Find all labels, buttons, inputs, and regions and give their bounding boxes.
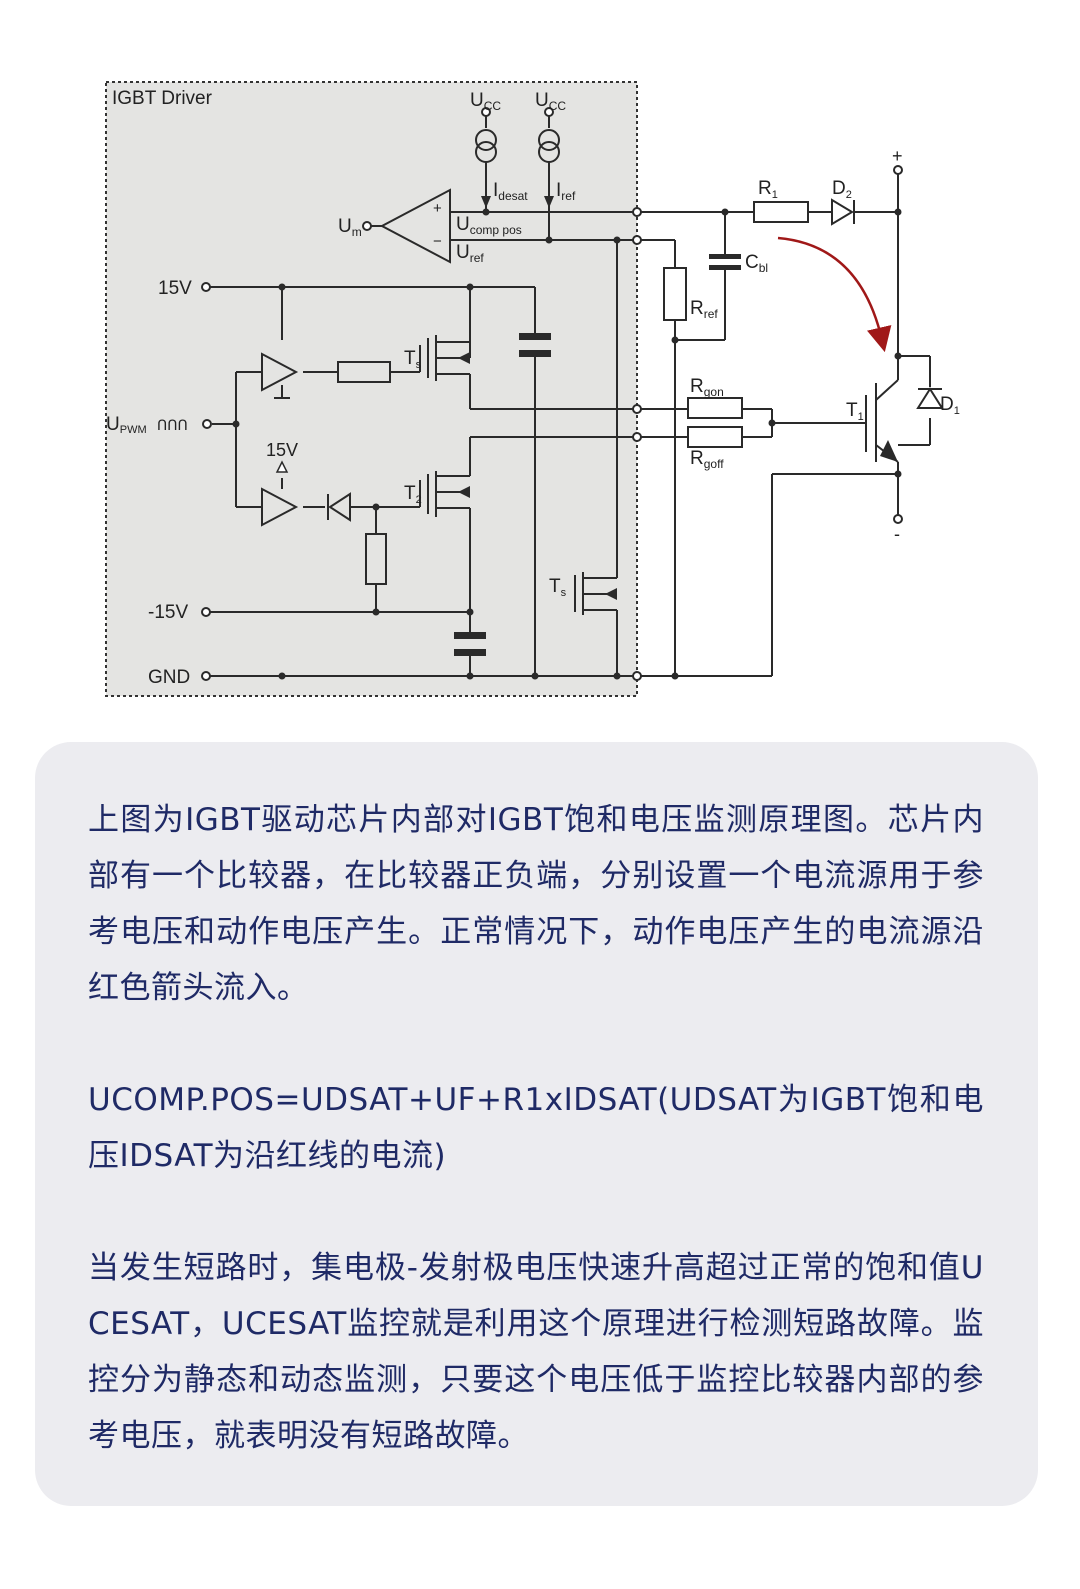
junction-dots bbox=[232, 196, 902, 680]
svg-text:UCC: UCC bbox=[470, 90, 501, 113]
paragraph-formula: UCOMP.POS=UDSAT+UF+R1xIDSAT(UDSAT为IGBT饱和… bbox=[88, 1082, 984, 1174]
explanation-card: 上图为IGBT驱动芯片内部对IGBT饱和电压监测原理图。芯片内部有一个比较器，在… bbox=[35, 742, 1038, 1506]
svg-text:T1: T1 bbox=[846, 400, 864, 423]
svg-text:Ts: Ts bbox=[549, 576, 567, 599]
wires bbox=[210, 112, 944, 677]
circuit-diagram: IGBT Driver bbox=[0, 0, 1080, 720]
svg-text:15V: 15V bbox=[158, 278, 192, 299]
svg-text:-: - bbox=[894, 524, 900, 544]
svg-text:GND: GND bbox=[148, 667, 190, 688]
red-current-arrow bbox=[777, 236, 892, 353]
paragraph-short-circuit: 当发生短路时，集电极-发射极电压快速升高超过正常的饱和值UCESAT，UCESA… bbox=[88, 1250, 984, 1454]
svg-text:−: − bbox=[433, 233, 442, 250]
svg-text:R1: R1 bbox=[758, 178, 778, 201]
terminals bbox=[201, 107, 903, 681]
driver-label: IGBT Driver bbox=[112, 88, 213, 109]
svg-text:Rref: Rref bbox=[690, 298, 718, 321]
paragraph-principle: 上图为IGBT驱动芯片内部对IGBT饱和电压监测原理图。芯片内部有一个比较器，在… bbox=[88, 802, 984, 1006]
svg-text:D2: D2 bbox=[832, 178, 852, 201]
svg-text:Cbl: Cbl bbox=[745, 252, 768, 275]
component-labels: UCC UCC Idesat Iref Um + − Ucomp pos Ure… bbox=[106, 90, 960, 688]
svg-text:Rgon: Rgon bbox=[690, 376, 724, 399]
svg-text:Rgoff: Rgoff bbox=[690, 448, 724, 471]
svg-text:D1: D1 bbox=[940, 394, 960, 417]
svg-text:Ucomp pos: Ucomp pos bbox=[456, 214, 522, 237]
svg-text:+: + bbox=[892, 146, 903, 166]
svg-text:Iref: Iref bbox=[556, 180, 576, 203]
svg-text:Idesat: Idesat bbox=[493, 180, 528, 203]
svg-text:+: + bbox=[433, 200, 442, 217]
svg-text:UCC: UCC bbox=[535, 90, 566, 113]
capacitor-plates bbox=[454, 254, 741, 656]
svg-text:Ts: Ts bbox=[404, 348, 422, 371]
svg-text:-15V: -15V bbox=[148, 602, 188, 623]
circuit-svg: IGBT Driver bbox=[105, 81, 960, 697]
svg-text:T2: T2 bbox=[404, 483, 422, 506]
svg-text:ՈՈՈ: ՈՈՈ bbox=[157, 417, 188, 433]
arrow-15v-icon bbox=[275, 460, 289, 473]
svg-text:Uref: Uref bbox=[456, 242, 484, 265]
svg-text:15V: 15V bbox=[266, 440, 298, 460]
svg-text:UPWM: UPWM bbox=[106, 414, 147, 436]
svg-text:Um: Um bbox=[338, 216, 362, 239]
